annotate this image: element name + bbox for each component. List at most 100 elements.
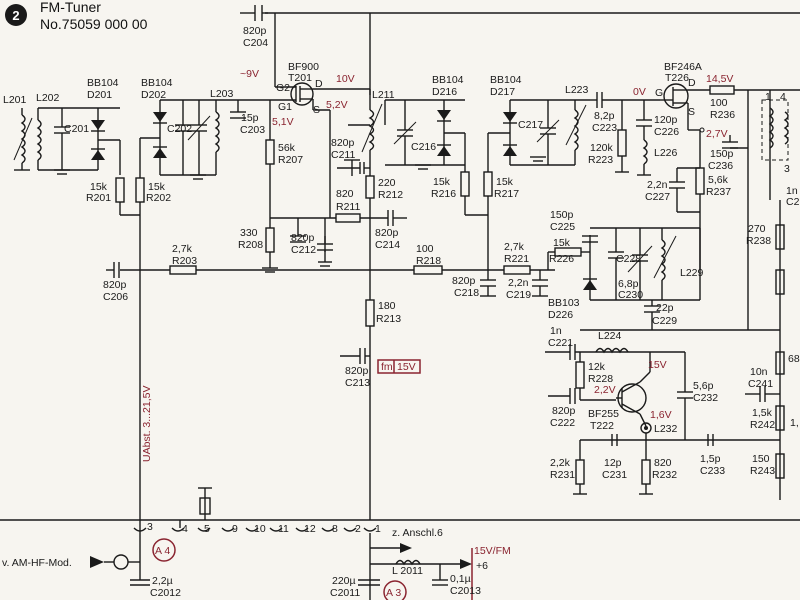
r213-branch: 180 R213 820p C213 fm 15V	[340, 299, 421, 520]
c233-value: 1,5p	[700, 453, 721, 465]
r213-value: 180	[378, 300, 396, 312]
d202-tank: BB104 D202 15k R202 C202 L203	[135, 77, 265, 520]
c232-value: 5,6p	[693, 380, 714, 392]
d226-label: D226	[548, 309, 573, 321]
pin-4-label: 4	[182, 523, 188, 535]
c213-label: C213	[345, 377, 370, 389]
tap-4: 4	[780, 91, 786, 103]
t201-pin-d: D	[315, 78, 323, 90]
cright-value: 1n	[786, 185, 798, 197]
pin-5-label: 5	[204, 523, 210, 535]
c213-value: 820p	[345, 365, 369, 377]
c236-label: C236	[708, 160, 733, 172]
rright-label: 1,	[790, 417, 799, 429]
pin-10: 10	[245, 523, 266, 535]
c2012-value: 2,2µ	[152, 575, 173, 587]
page-title: FM-Tuner	[40, 0, 101, 15]
l224-label: L224	[598, 330, 622, 342]
c201-label: C201	[64, 123, 89, 135]
pin-2: 2	[343, 523, 361, 535]
c206-label: C206	[103, 291, 128, 303]
c225-value: 150p	[550, 209, 574, 221]
r231-value: 2,2k	[550, 457, 571, 469]
r212-value: 220	[378, 177, 396, 189]
t201-mosfet: BF900 T201 ~9V G2 G1 D S 10V 5,2V 5,1V	[240, 13, 370, 218]
c2011-label: C2011	[330, 587, 360, 599]
r202-value: 15k	[148, 181, 166, 193]
a3-label: A 3	[386, 587, 401, 599]
bus-pins: 3 4 5 9 10 11 12 8 2 1	[133, 521, 381, 535]
l203-label: L203	[210, 88, 234, 100]
t226-pin-s: S	[688, 106, 695, 118]
r223-label: R223	[588, 154, 613, 166]
c214-label: C214	[375, 239, 400, 251]
c222-label: C222	[550, 417, 575, 429]
c230-value: 6,8p	[618, 278, 639, 290]
v-fm: 15V	[397, 361, 416, 373]
l223-label: L223	[565, 84, 589, 96]
c204-label: C204	[243, 37, 268, 49]
r216-value: 15k	[433, 176, 451, 188]
pin-4: 4	[171, 523, 188, 535]
r203-value: 2,7k	[172, 243, 193, 255]
r211-value: 820	[336, 188, 354, 200]
l211-stage: L211 820p C211 220 R212 820 R211 820p C2…	[331, 74, 488, 300]
c216-label: C216	[411, 141, 436, 153]
t226-fet: BF246A T226 G D S 14,5V 100 R236 2,7V 5,…	[645, 61, 800, 330]
r203-label: R203	[172, 255, 197, 267]
c232-label: C232	[693, 392, 718, 404]
supply-label: 15V/FM	[474, 545, 511, 557]
c202-label: C202	[167, 123, 192, 135]
r242-label: R242	[750, 419, 775, 431]
c236-value: 150p	[710, 148, 734, 160]
fm-label: fm	[381, 361, 393, 373]
c204-value: 820p	[243, 25, 267, 37]
t226-label: T226	[665, 72, 689, 84]
conn-label: z. Anschl.6	[392, 527, 443, 539]
c212-value: 820p	[291, 232, 315, 244]
r232-label: R232	[652, 469, 677, 481]
d226-type: BB103	[548, 297, 580, 309]
r213-label: R213	[376, 313, 401, 325]
pin-12: 12	[295, 523, 316, 535]
section-number: 2	[12, 8, 19, 23]
d202-label: D202	[141, 89, 166, 101]
l202-label: L202	[36, 92, 60, 104]
c218-label: C218	[454, 287, 479, 299]
r217-label: R217	[494, 188, 519, 200]
r211-label: R211	[336, 201, 360, 213]
c203-value: 15p	[241, 112, 259, 124]
connector-bus: UAbst. 3...21,5V 3 4 5 9 10 11 12 8 2 1 …	[0, 386, 800, 600]
c223-value: 8,2p	[594, 110, 615, 122]
r236-value: 100	[710, 97, 728, 109]
r221-value: 2,7k	[504, 241, 525, 253]
t222-oscillator: 1n C221 L224 12k R228 820p C222 2,2V 15V…	[545, 325, 800, 500]
d216-type: BB104	[432, 74, 464, 86]
c212-label: C212	[291, 244, 316, 256]
v-t222-emit: 1,6V	[650, 409, 672, 421]
tap-1: 1	[765, 91, 771, 103]
r201-value: 15k	[90, 181, 108, 193]
r231-label: R231	[550, 469, 575, 481]
r208-value: 330	[240, 227, 258, 239]
am-label: v. AM-HF-Mod.	[2, 557, 72, 569]
t226-type: BF246A	[664, 61, 702, 73]
d201-type: BB104	[87, 77, 119, 89]
v-source-t226: 2,7V	[706, 128, 728, 140]
c223-label: C223	[592, 122, 617, 134]
pin-5: 5	[197, 523, 211, 535]
pin-1: 1	[363, 523, 381, 535]
c231-label: C231	[602, 469, 627, 481]
r237-label: R237	[706, 186, 731, 198]
t222-type: BF255	[588, 408, 619, 420]
tap-3: 3	[784, 163, 790, 175]
d201-diodes: BB104 D201 15k R201	[86, 77, 140, 216]
v-gate-t226: 0V	[633, 86, 646, 98]
v-t222-base: 2,2V	[594, 384, 616, 396]
r201-label: R201	[86, 192, 111, 204]
c203: 15p C203	[230, 100, 265, 136]
v-t222-col: 15V	[648, 359, 667, 371]
d216-label: D216	[432, 86, 457, 98]
r207-value: 56k	[278, 142, 296, 154]
section-badge	[5, 4, 27, 26]
